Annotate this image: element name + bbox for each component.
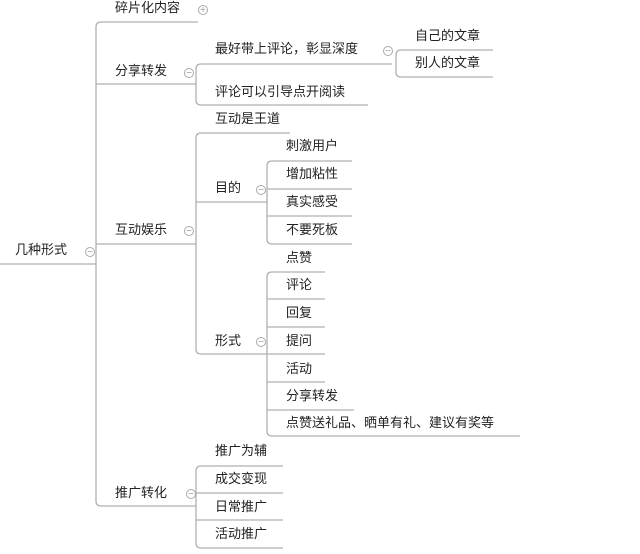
collapse-toggle[interactable]: − bbox=[85, 247, 95, 257]
node-form-item[interactable]: 点赞送礼品、晒单有礼、建议有奖等 bbox=[286, 416, 495, 431]
node-promo-item[interactable]: 成交变现 bbox=[215, 472, 268, 487]
node-forms[interactable]: 形式 bbox=[215, 334, 242, 349]
collapse-toggle[interactable]: − bbox=[256, 337, 266, 347]
node-promo-item[interactable]: 活动推广 bbox=[215, 527, 268, 542]
node-purpose-item[interactable]: 真实感受 bbox=[286, 195, 339, 210]
node-comment-depth[interactable]: 最好带上评论，彰显深度 bbox=[215, 42, 359, 57]
node-form-item[interactable]: 点赞 bbox=[286, 251, 313, 266]
collapse-toggle[interactable]: − bbox=[383, 46, 393, 56]
node-form-item[interactable]: 提问 bbox=[286, 334, 313, 349]
node-purpose-item[interactable]: 增加粘性 bbox=[286, 167, 339, 182]
expand-toggle[interactable]: + bbox=[198, 5, 208, 15]
node-share[interactable]: 分享转发 bbox=[115, 64, 168, 79]
node-interact[interactable]: 互动娱乐 bbox=[115, 223, 168, 238]
node-promo-item[interactable]: 推广为辅 bbox=[215, 444, 268, 459]
node-promo-item[interactable]: 日常推广 bbox=[215, 500, 268, 515]
node-interaction-king[interactable]: 互动是王道 bbox=[215, 112, 281, 127]
node-purpose-item[interactable]: 刺激用户 bbox=[286, 139, 339, 154]
node-form-item[interactable]: 分享转发 bbox=[286, 389, 339, 404]
node-fragment-content[interactable]: 碎片化内容 bbox=[115, 1, 181, 16]
collapse-toggle[interactable]: − bbox=[184, 226, 194, 236]
node-comment-guide[interactable]: 评论可以引导点开阅读 bbox=[215, 85, 346, 100]
collapse-toggle[interactable]: − bbox=[184, 68, 194, 78]
node-form-item[interactable]: 回复 bbox=[286, 306, 313, 321]
collapse-toggle[interactable]: − bbox=[186, 489, 196, 499]
collapse-toggle[interactable]: − bbox=[256, 185, 266, 195]
root-node[interactable]: 几种形式 bbox=[15, 243, 68, 258]
node-form-item[interactable]: 评论 bbox=[286, 278, 313, 293]
node-form-item[interactable]: 活动 bbox=[286, 362, 313, 377]
node-others-article[interactable]: 别人的文章 bbox=[415, 56, 481, 71]
node-promo[interactable]: 推广转化 bbox=[115, 486, 168, 501]
node-own-article[interactable]: 自己的文章 bbox=[415, 29, 481, 44]
node-purpose[interactable]: 目的 bbox=[215, 181, 242, 196]
node-purpose-item[interactable]: 不要死板 bbox=[286, 223, 339, 238]
